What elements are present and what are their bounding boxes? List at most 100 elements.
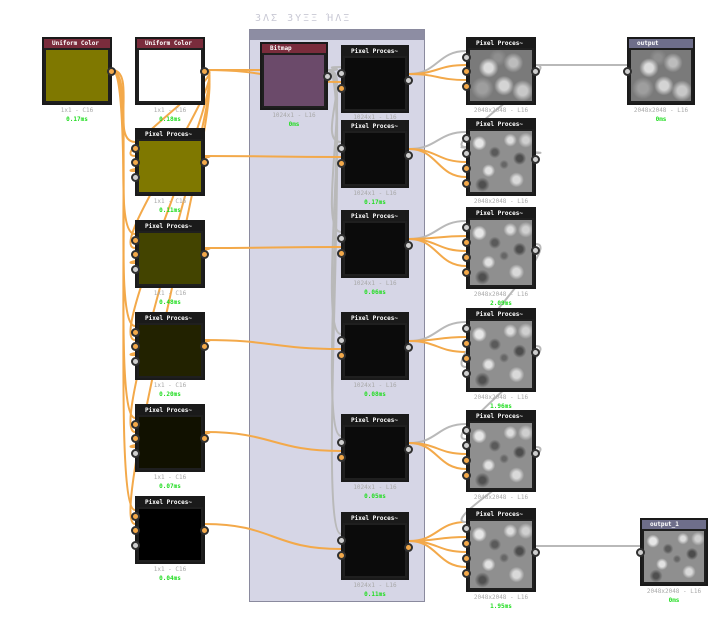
- input-port[interactable]: [462, 524, 471, 533]
- input-port[interactable]: [462, 339, 471, 348]
- output-port[interactable]: [200, 434, 209, 443]
- output-port[interactable]: [404, 241, 413, 250]
- output-port[interactable]: [404, 343, 413, 352]
- input-port[interactable]: [462, 471, 471, 480]
- pixel-processor-a5[interactable]: Pixel Proces~: [131, 496, 209, 564]
- node-title: output: [629, 39, 693, 48]
- output-port[interactable]: [200, 342, 209, 351]
- input-port[interactable]: [636, 548, 645, 557]
- input-port[interactable]: [337, 144, 346, 153]
- output-port[interactable]: [531, 548, 540, 557]
- input-port[interactable]: [337, 249, 346, 258]
- input-port[interactable]: [462, 539, 471, 548]
- output-port[interactable]: [200, 526, 209, 535]
- input-port[interactable]: [462, 82, 471, 91]
- pixel-processor-c5[interactable]: Pixel Proces~: [462, 508, 540, 592]
- pixel-processor-a2[interactable]: Pixel Proces~: [131, 220, 209, 288]
- input-port[interactable]: [462, 223, 471, 232]
- input-port[interactable]: [131, 328, 140, 337]
- input-port[interactable]: [462, 253, 471, 262]
- output-port[interactable]: [404, 76, 413, 85]
- input-port[interactable]: [131, 526, 140, 535]
- output-node[interactable]: output: [623, 37, 695, 105]
- node-timing: 0.05ms: [364, 493, 386, 500]
- input-port[interactable]: [131, 434, 140, 443]
- input-port[interactable]: [337, 159, 346, 168]
- pixel-processor-a1[interactable]: Pixel Proces~: [131, 128, 209, 196]
- pixel-processor-a4[interactable]: Pixel Proces~: [131, 404, 209, 472]
- input-port[interactable]: [131, 420, 140, 429]
- pixel-processor-a3[interactable]: Pixel Proces~: [131, 312, 209, 380]
- input-port[interactable]: [462, 324, 471, 333]
- input-port[interactable]: [131, 158, 140, 167]
- bitmap-node[interactable]: Bitmap: [260, 42, 332, 110]
- output-port[interactable]: [323, 72, 332, 81]
- input-port[interactable]: [462, 441, 471, 450]
- graph-frame-header[interactable]: [250, 30, 424, 40]
- input-port[interactable]: [131, 236, 140, 245]
- output-port[interactable]: [531, 67, 540, 76]
- input-port[interactable]: [337, 69, 346, 78]
- pixel-processor-c0[interactable]: Pixel Proces~: [462, 37, 540, 105]
- input-port[interactable]: [462, 67, 471, 76]
- output-port[interactable]: [531, 246, 540, 255]
- uniform-color-node-2[interactable]: Uniform Color: [135, 37, 209, 105]
- pixel-processor-c1[interactable]: Pixel Proces~: [462, 118, 540, 196]
- input-port[interactable]: [462, 569, 471, 578]
- input-port[interactable]: [462, 134, 471, 143]
- output-port[interactable]: [107, 67, 116, 76]
- input-port[interactable]: [462, 268, 471, 277]
- input-port[interactable]: [462, 354, 471, 363]
- output-port[interactable]: [531, 348, 540, 357]
- input-port[interactable]: [462, 179, 471, 188]
- pixel-processor-b0[interactable]: Pixel Proces~: [337, 45, 413, 113]
- input-port[interactable]: [337, 84, 346, 93]
- output-1-node[interactable]: output_1: [636, 518, 708, 586]
- pixel-processor-b1[interactable]: Pixel Proces~: [337, 120, 413, 188]
- pixel-processor-b5[interactable]: Pixel Proces~: [337, 512, 413, 580]
- input-port[interactable]: [131, 357, 140, 366]
- input-port[interactable]: [462, 238, 471, 247]
- input-port[interactable]: [337, 336, 346, 345]
- output-port[interactable]: [531, 449, 540, 458]
- pixel-processor-c3[interactable]: Pixel Proces~: [462, 308, 540, 392]
- input-port[interactable]: [337, 234, 346, 243]
- input-port[interactable]: [131, 342, 140, 351]
- output-port[interactable]: [200, 67, 209, 76]
- pixel-processor-b3[interactable]: Pixel Proces~: [337, 312, 413, 380]
- input-port[interactable]: [462, 53, 471, 62]
- pixel-processor-b2[interactable]: Pixel Proces~: [337, 210, 413, 278]
- node-timing: 0.20ms: [159, 391, 181, 398]
- pixel-processor-b4[interactable]: Pixel Proces~: [337, 414, 413, 482]
- output-port[interactable]: [531, 155, 540, 164]
- pixel-processor-c2[interactable]: Pixel Proces~: [462, 207, 540, 289]
- input-port[interactable]: [462, 426, 471, 435]
- input-port[interactable]: [131, 449, 140, 458]
- input-port[interactable]: [462, 369, 471, 378]
- input-port[interactable]: [462, 456, 471, 465]
- input-port[interactable]: [131, 512, 140, 521]
- input-port[interactable]: [337, 536, 346, 545]
- input-port[interactable]: [623, 67, 632, 76]
- output-port[interactable]: [404, 543, 413, 552]
- uniform-color-node-1[interactable]: Uniform Color: [42, 37, 116, 105]
- input-port[interactable]: [337, 453, 346, 462]
- input-port[interactable]: [131, 265, 140, 274]
- node-timing: 0ms: [655, 116, 667, 123]
- output-port[interactable]: [404, 151, 413, 160]
- input-port[interactable]: [131, 250, 140, 259]
- output-port[interactable]: [200, 250, 209, 259]
- input-port[interactable]: [131, 144, 140, 153]
- input-port[interactable]: [462, 149, 471, 158]
- output-port[interactable]: [404, 445, 413, 454]
- output-port[interactable]: [200, 158, 209, 167]
- input-port[interactable]: [131, 173, 140, 182]
- input-port[interactable]: [462, 554, 471, 563]
- input-port[interactable]: [337, 438, 346, 447]
- input-port[interactable]: [462, 164, 471, 173]
- pixel-processor-c4[interactable]: Pixel Proces~: [462, 410, 540, 492]
- input-port[interactable]: [337, 351, 346, 360]
- input-port[interactable]: [131, 541, 140, 550]
- input-port[interactable]: [337, 551, 346, 560]
